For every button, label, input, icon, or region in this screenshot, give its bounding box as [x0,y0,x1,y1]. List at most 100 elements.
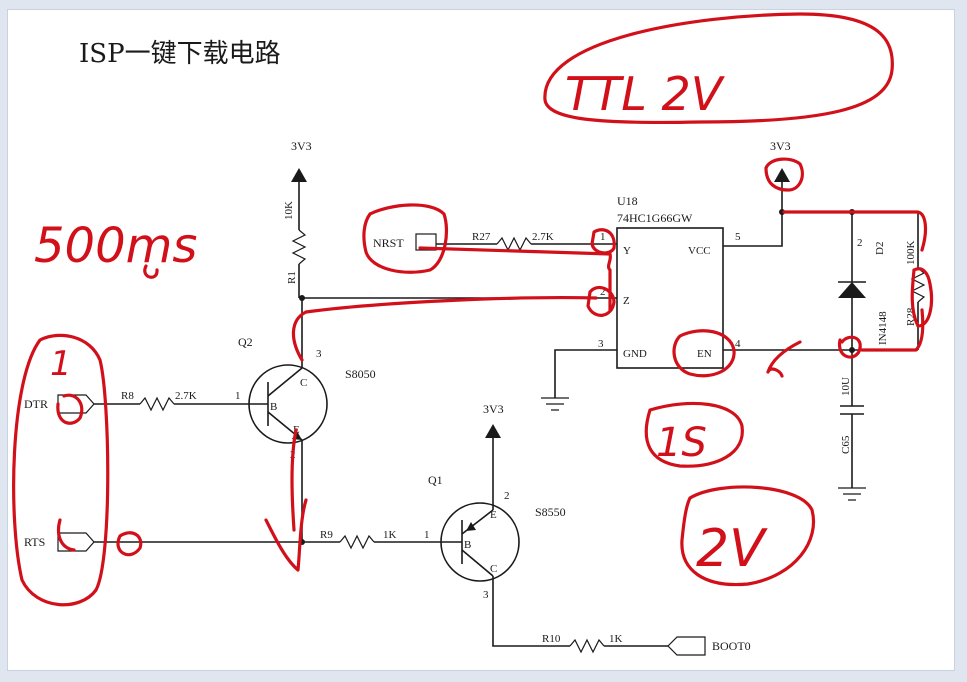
annotation-z-circle [586,286,616,317]
annotation-trace-y-z [418,246,613,312]
r27-value: 2.7K [532,231,554,243]
u18-num-z: 2 [600,286,606,298]
annotation-trace-node [291,296,598,362]
wire-q1-collector-r10 [492,576,570,647]
annotation-500ms-tick [143,264,159,279]
resistor-r9: R9 1K 1 [320,529,430,550]
annotation-rts-zero [56,518,143,557]
ic-u18: U18 74HC1G66GW Y Z GND VCC EN 1 2 3 5 4 [598,194,741,369]
capacitor-c65: 10U C65 [840,377,864,454]
q2-pin-c: 3 [316,348,322,360]
u18-pin-z: Z [623,295,630,307]
resistor-r27: R27 2.7K [472,231,554,252]
resistor-r1: 10K R1 [283,201,307,284]
q1-b-label: B [464,539,471,551]
annotation-trace-q2e [290,428,298,532]
resistor-r8: R8 2.7K [121,390,197,412]
annotation-2v-circle [680,485,815,587]
annotation-1s-circle [644,401,744,468]
annotation-dtr-one: 1 [50,344,72,384]
d2-ref: D2 [874,242,886,255]
u18-power-symbol: 3V3 [770,139,791,182]
q2-part: S8050 [345,367,376,381]
q2-c-label: C [300,377,307,389]
u18-num-en: 4 [735,338,741,350]
q1-part: S8550 [535,505,566,519]
r28-value: 100K [905,241,917,266]
annotation-y-circle [590,228,616,255]
u18-pin-en: EN [697,348,712,360]
nrst-label: NRST [373,236,404,250]
u18-pin-y: Y [623,245,631,257]
resistor-r28: 100K R28 [905,241,926,326]
d2-part: IN4148 [877,311,889,345]
annotation-trace-rail [782,210,928,352]
annotation-3v3-circle [764,157,804,192]
r10-value: 1K [609,633,623,645]
q2-b-label: B [270,401,277,413]
annotation-en-arrow [766,340,802,378]
r1-value: 10K [283,201,295,220]
u18-num-gnd: 3 [598,338,604,350]
ground-symbol-u18 [541,397,569,411]
q1-power-symbol: 3V3 [483,402,504,438]
annotation-dtr-zero [56,393,84,425]
r8-ref: R8 [121,390,134,402]
ground-symbol-c65 [838,487,866,501]
u18-power-label: 3V3 [770,139,791,153]
annotation-dtr-rts-bracket [12,333,110,607]
transistor-q1: B E C Q1 S8550 2 3 [428,473,566,601]
r1-ref: R1 [286,271,298,284]
q2-pin-b: 1 [235,390,241,402]
annotation-en-circle [672,329,736,378]
u18-pin-vcc: VCC [688,245,711,257]
handwritten-annotations: TTL 2V 500ms 1 1S [12,12,934,607]
u18-pin-gnd: GND [623,348,647,360]
r27-ref: R27 [472,231,491,243]
annotation-2v: 2V [696,519,768,579]
annotation-nrst-circle [362,203,448,274]
annotation-ttl-2v: TTL 2V [543,12,894,125]
rts-label: RTS [24,535,45,549]
wire-u18-gnd [554,349,617,398]
wire-u18-vcc [723,212,783,247]
c65-ref: C65 [840,435,852,454]
d2-pin2: 2 [857,237,863,249]
q1-e-label: E [490,509,497,521]
u18-num-y: 1 [600,231,606,243]
annotation-check [264,498,308,572]
q1-pin-b: 1 [424,529,430,541]
q2-ref: Q2 [238,335,253,349]
r9-ref: R9 [320,529,333,541]
diode-d2: D2 IN4148 2 1 [838,237,889,351]
q1-ref: Q1 [428,473,443,487]
u18-ref: U18 [617,194,638,208]
q1-pin-e: 2 [504,490,510,502]
q2-power-symbol: 3V3 [291,139,312,182]
annotation-en-node-circle [838,335,862,359]
r9-value: 1K [383,529,397,541]
resistor-r10: R10 1K [542,633,623,654]
q1-pin-c: 3 [483,589,489,601]
u18-num-vcc: 5 [735,231,741,243]
annotation-500ms: 500ms [34,218,197,274]
annotation-1s: 1S [656,420,707,466]
q1-c-label: C [490,563,497,575]
diagram-title: ISP一键下载电路 [79,39,281,69]
ttl-2v-text: TTL 2V [565,67,726,121]
dtr-label: DTR [24,397,48,411]
r10-ref: R10 [542,633,561,645]
annotation-r28-circle [910,267,934,328]
port-boot0: BOOT0 [667,636,751,656]
q1-power-label: 3V3 [483,402,504,416]
transistor-q2: B C E Q2 S8050 3 1 2 [235,335,376,461]
u18-part: 74HC1G66GW [617,211,693,225]
port-nrst: NRST [373,233,437,251]
q2-power-label: 3V3 [291,139,312,153]
c65-value: 10U [840,377,852,396]
port-rts: RTS [24,532,95,552]
r8-value: 2.7K [175,390,197,402]
boot0-label: BOOT0 [712,639,751,653]
